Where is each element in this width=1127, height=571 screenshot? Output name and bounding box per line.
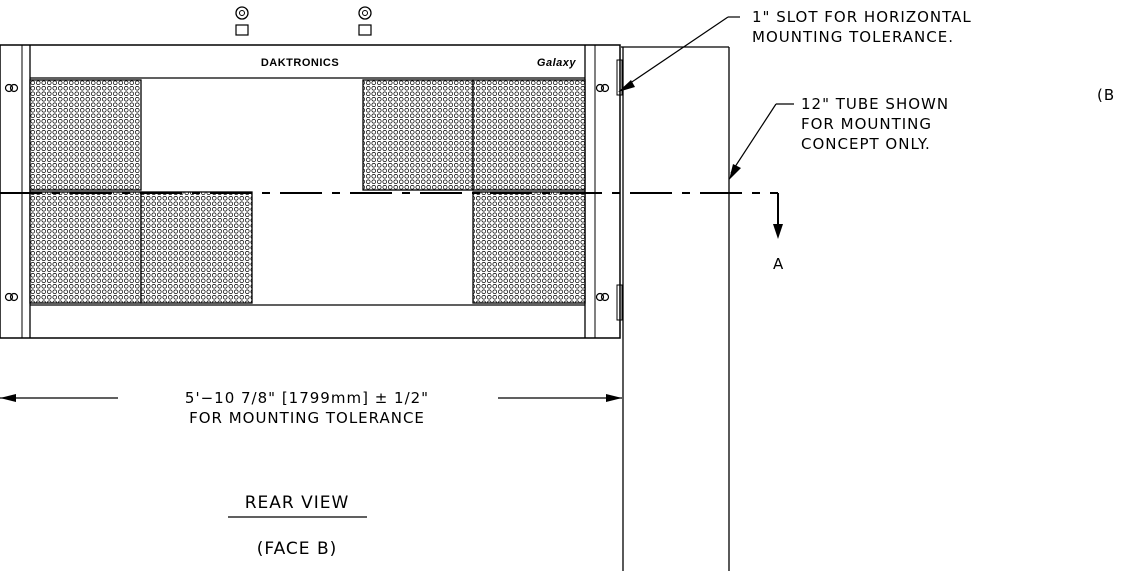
tube-note-line2: FOR MOUNTING <box>801 115 932 133</box>
dimension-line <box>0 394 622 402</box>
slot-note-line1: 1" SLOT FOR HORIZONTAL <box>752 8 972 26</box>
edge-callout-label: (B <box>1097 86 1115 104</box>
slot-note-line2: MOUNTING TOLERANCE. <box>752 28 954 46</box>
view-subtitle: (FACE B) <box>257 539 338 559</box>
brand-galaxy-label: Galaxy <box>537 57 576 69</box>
dimension-note-label: FOR MOUNTING TOLERANCE <box>189 409 425 427</box>
eyebolt-right-icon <box>358 6 372 36</box>
dimension-value-label: 5'−10 7/8" [1799mm] ± 1/2" <box>185 389 429 407</box>
section-line-a <box>0 192 783 239</box>
slot-leader <box>618 16 740 92</box>
bolt-top-left-icon <box>4 83 19 93</box>
led-module-top-right <box>472 79 586 191</box>
view-title: REAR VIEW <box>245 493 350 513</box>
bolt-bottom-right-icon <box>595 292 610 302</box>
eyebolt-left-icon <box>235 6 249 36</box>
bolt-top-right-icon <box>595 83 610 93</box>
led-module-top-4 <box>362 79 474 191</box>
led-module-bottom-2 <box>140 191 253 304</box>
section-marker-label: A <box>773 255 784 273</box>
tube-leader <box>729 103 794 180</box>
led-module-bottom-left <box>29 191 142 304</box>
tube-note-line3: CONCEPT ONLY. <box>801 135 931 153</box>
bolt-bottom-left-icon <box>4 292 19 302</box>
mounting-tube <box>621 46 730 571</box>
tube-note-line1: 12" TUBE SHOWN <box>801 95 949 113</box>
brand-daktronics-label: DAKTRONICS <box>261 57 339 69</box>
led-module-top-left <box>29 79 142 191</box>
led-module-bottom-right <box>472 191 586 304</box>
